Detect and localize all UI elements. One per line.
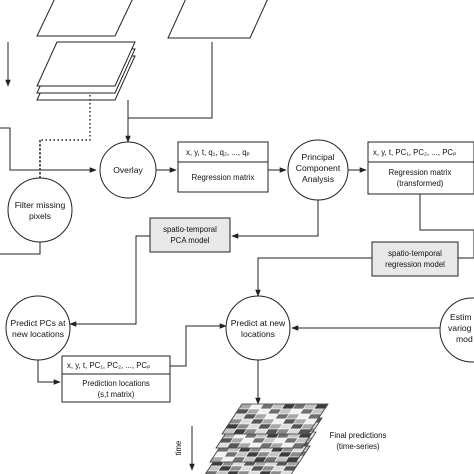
- variogram-label-3: mod: [456, 334, 473, 344]
- grid-cell: [247, 470, 262, 474]
- grid-cell: [204, 470, 219, 474]
- predict-pcs-label-1: Predict PCs at: [11, 318, 67, 328]
- final-predictions-label-2: (time-series): [336, 442, 380, 451]
- grid-cell: [237, 470, 251, 474]
- pca-node: Principal Component Analysis: [287, 139, 349, 201]
- prediction-locations-label-1: Prediction locations: [82, 379, 150, 388]
- input-raster-single: [167, 0, 268, 39]
- dotted-link: [39, 95, 91, 178]
- link-raster-overlay: [128, 42, 213, 119]
- final-prediction-grids: [204, 403, 329, 474]
- variogram-label-2: variog: [448, 323, 472, 333]
- link-pca-model: [231, 200, 319, 239]
- prediction-locations-box: x, y, t, PC₁, PC₂, ..., PCₚ Prediction l…: [61, 355, 171, 403]
- regression-matrix-box: x, y, t, q₁, q₂, ..., qₚ Regression matr…: [177, 141, 269, 193]
- grid-cell: [215, 470, 230, 474]
- prediction-locations-header: x, y, t, PC₁, PC₂, ..., PCₚ: [67, 361, 150, 370]
- variogram-label-1: Estim: [450, 312, 471, 322]
- grid-cell: [258, 470, 273, 474]
- filter-missing-label-1: Filter missing: [15, 200, 66, 210]
- transformed-label-2: (transformed): [397, 179, 444, 188]
- predict-new-node: Predict at new locations: [225, 295, 291, 361]
- spt-regression-model-box: spatio-temporal regression model: [371, 241, 459, 277]
- overlay-label: Overlay: [113, 165, 143, 175]
- transformed-header: x, y, t, PC₁, PC₂, ..., PCₚ: [373, 148, 456, 157]
- regression-matrix-label: Regression matrix: [192, 173, 255, 182]
- regression-matrix-transformed-box: x, y, t, PC₁, PC₂, ..., PCₚ Regression m…: [367, 141, 474, 195]
- estimate-variogram-node: Estim variog mod: [439, 297, 474, 363]
- regression-matrix-header: x, y, t, q₁, q₂, ..., qₚ: [186, 148, 250, 157]
- time-axis: time: [174, 426, 195, 471]
- spt-pca-model-box: spatio-temporal PCA model: [149, 217, 231, 253]
- predict-pcs-node: Predict PCs at new locations: [5, 295, 71, 361]
- pca-label-1: Principal: [302, 152, 335, 162]
- grid-cell: [269, 470, 284, 474]
- input-raster-stack: [36, 0, 136, 101]
- predict-new-label-1: Predict at new: [231, 318, 286, 328]
- pca-label-3: Analysis: [302, 174, 334, 184]
- transformed-label-1: Regression matrix: [389, 168, 452, 177]
- spt-pca-label-1: spatio-temporal: [163, 225, 217, 234]
- grid-cell: [280, 470, 294, 474]
- predict-new-label-2: locations: [241, 329, 275, 339]
- predict-pcs-label-2: new locations: [12, 329, 64, 339]
- final-predictions-label: Final predictions (time-series): [330, 431, 387, 451]
- pca-label-2: Component: [296, 163, 341, 173]
- prediction-grid-layer: [221, 403, 329, 435]
- filter-missing-node: Filter missing pixels: [7, 177, 73, 243]
- overlay-node: Overlay: [99, 141, 157, 199]
- final-predictions-label-1: Final predictions: [330, 431, 387, 440]
- link-pcamodel-predictpcs: [69, 235, 150, 327]
- spt-pca-label-2: PCA model: [170, 236, 209, 245]
- spt-reg-label-1: spatio-temporal: [388, 249, 442, 258]
- grid-outline: [221, 403, 329, 435]
- spt-reg-label-2: regression model: [385, 260, 445, 269]
- filter-missing-label-2: pixels: [29, 211, 51, 221]
- prediction-locations-label-2: (s,t matrix): [98, 390, 135, 399]
- link-predloc-predict: [170, 323, 227, 367]
- time-axis-label: time: [174, 441, 183, 456]
- link-regmodel-predict: [255, 257, 372, 297]
- grid-cell: [226, 470, 241, 474]
